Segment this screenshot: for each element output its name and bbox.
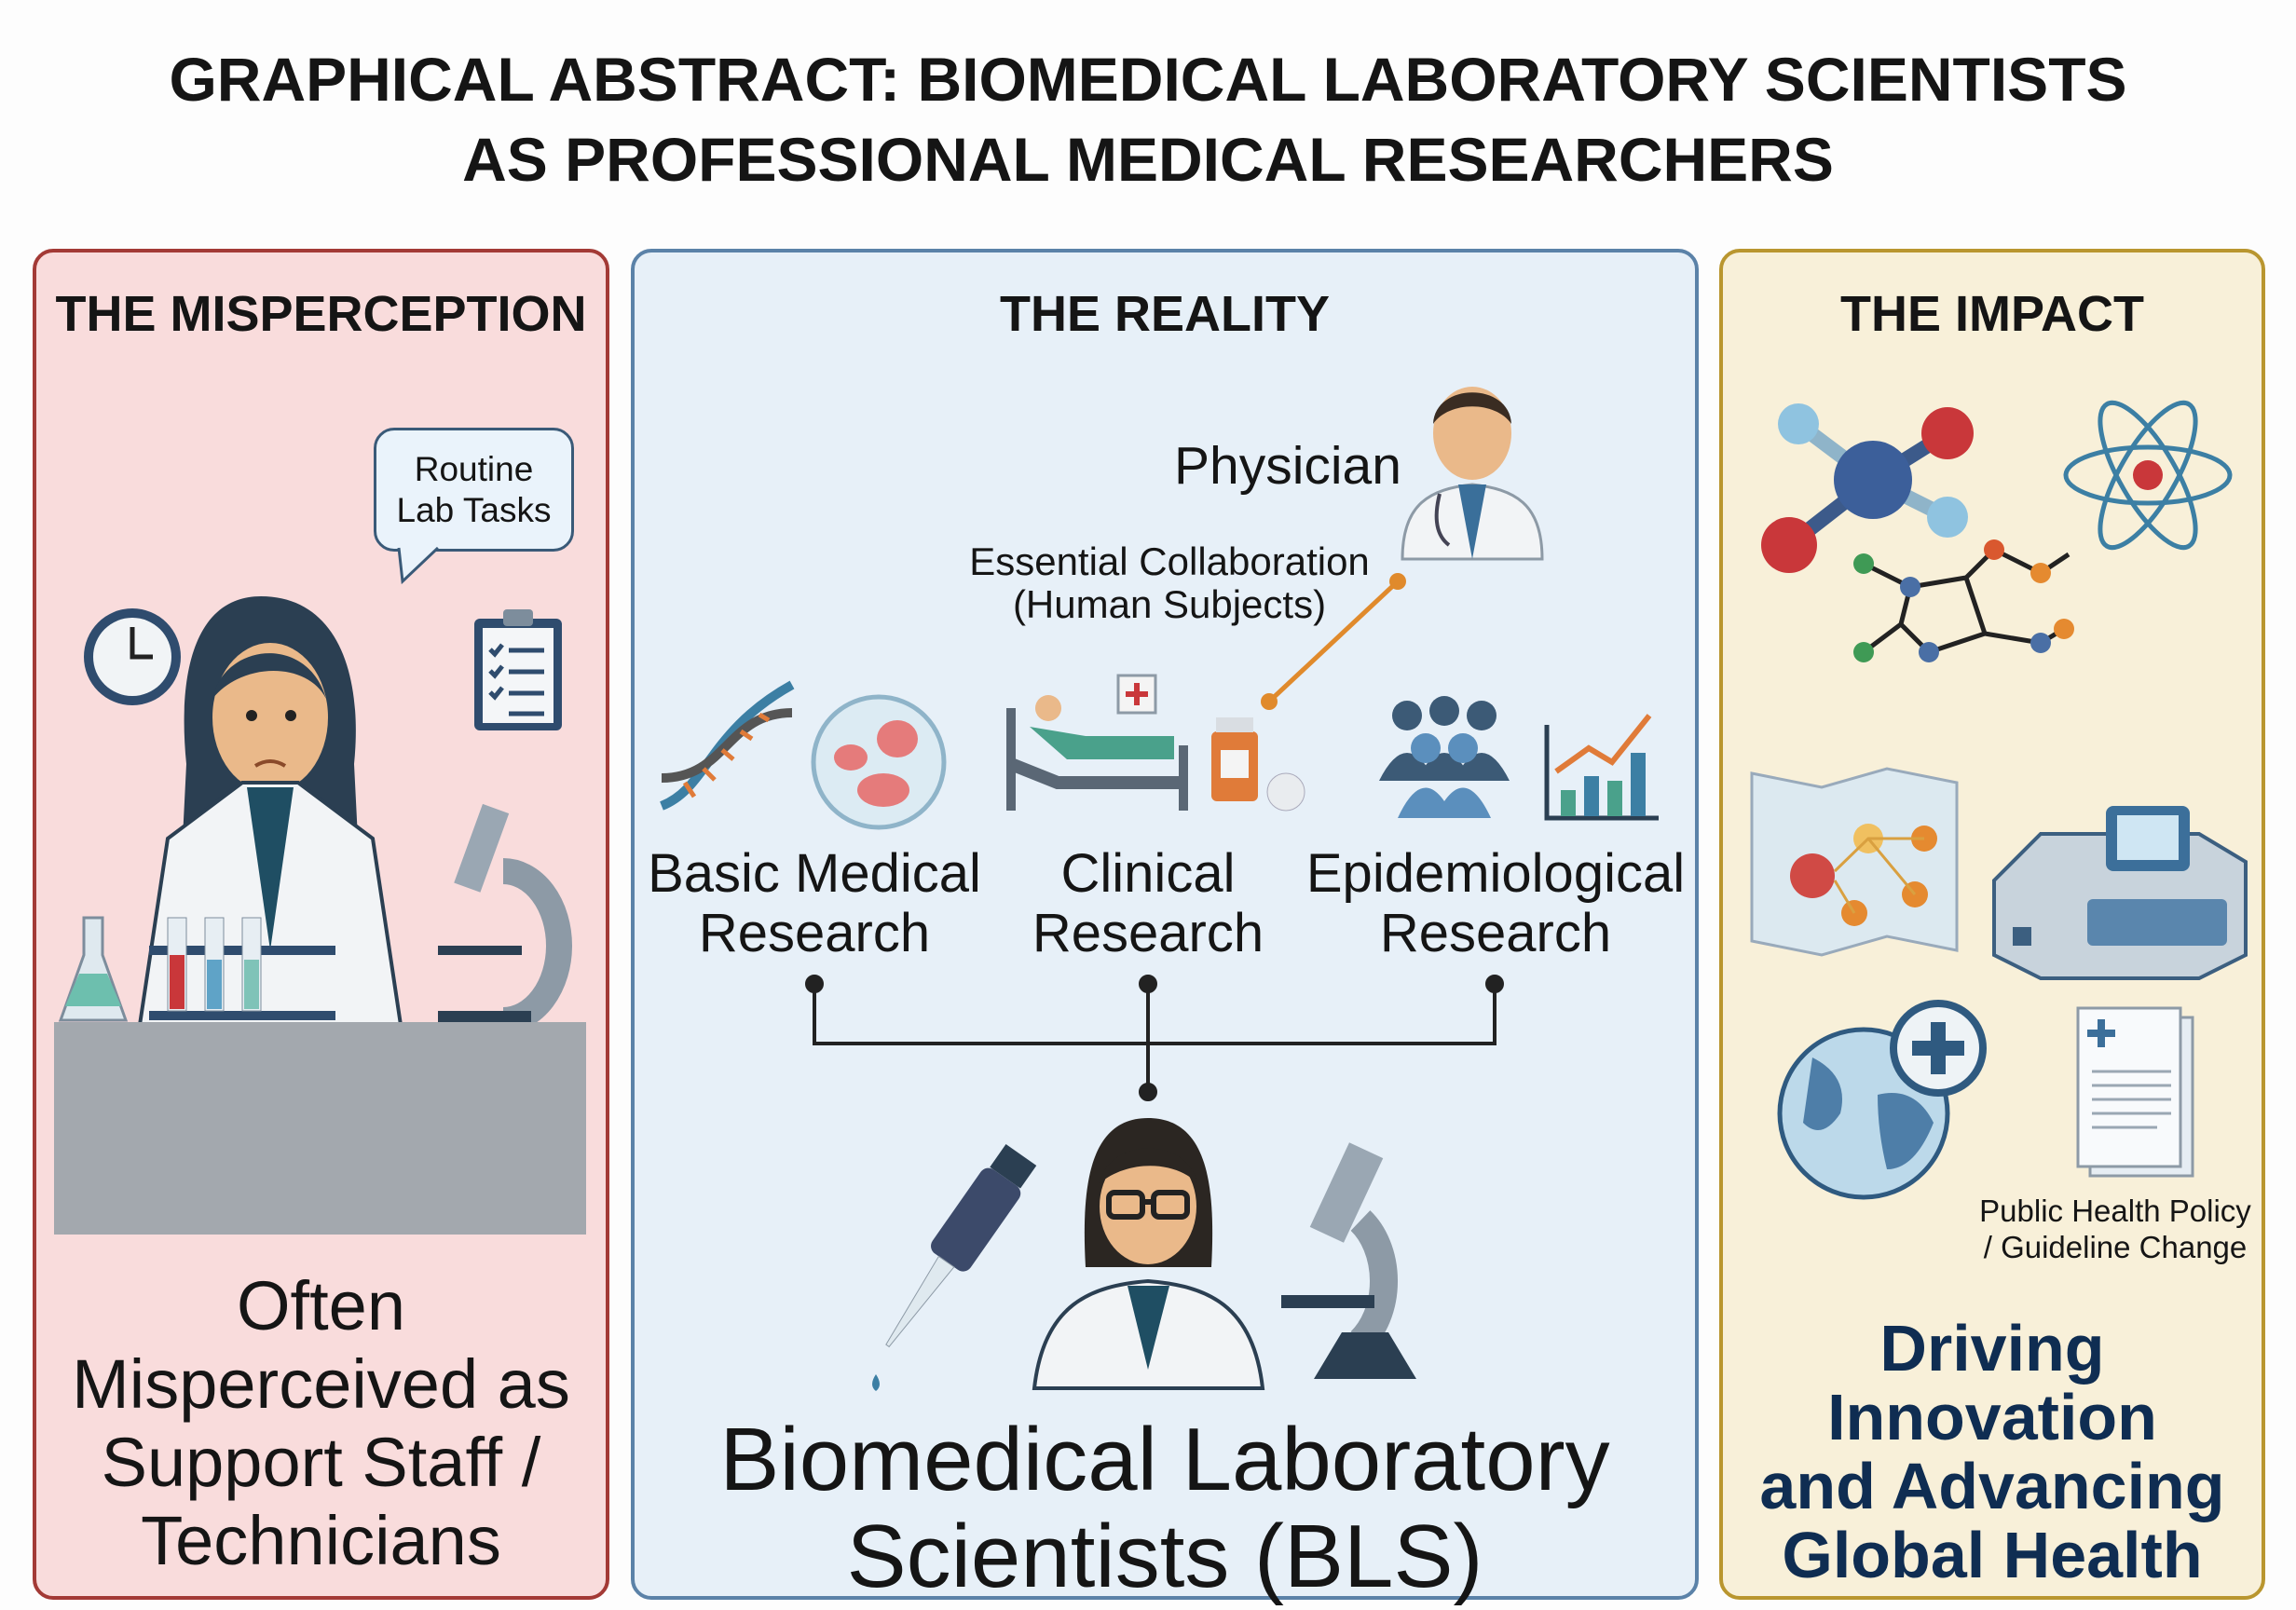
speech-bubble: Routine Lab Tasks [374,428,574,552]
hospital-bed-icon [1006,674,1305,812]
tagline-line: Global Health [1782,1519,2203,1591]
caption-line: Support Staff / [101,1424,541,1501]
research-label: Research [1032,903,1264,963]
impact-heading: THE IMPACT [1840,286,2144,342]
global-health-icon [1777,1000,1987,1200]
tagline-line: Driving [1879,1312,2105,1385]
research-area-basic: Basic Medical Research [628,844,1001,963]
research-label: Basic Medical [648,843,981,904]
population-chart-icon [1379,696,1659,821]
bubble-tail-icon [397,546,440,585]
collaboration-line-1: Essential Collaboration [969,539,1370,583]
frustrated-technician-illustration [137,596,403,1027]
molecule-icon [1761,403,1974,573]
policy-label: Public Health Policy / Guideline Change [1957,1193,2274,1265]
bls-scientist-icon [1032,1118,1265,1390]
chemical-structure-icon [1853,539,2074,662]
research-area-epidemiological: Epidemiological Research [1295,844,1696,963]
collaboration-label: Essential Collaboration (Human Subjects) [960,540,1379,626]
research-label: Epidemiological [1305,843,1686,904]
research-label: Research [698,903,931,963]
dna-icon [659,680,795,811]
clock-icon [84,608,181,705]
impact-tagline: Driving Innovation and Advancing Global … [1719,1314,2265,1590]
misperception-heading: THE MISPERCEPTION [55,286,587,342]
clipboard-icon [474,609,562,730]
pipette-icon [872,1143,1037,1391]
microscope-icon [1281,1142,1416,1379]
lab-bench [54,1022,586,1235]
tagline-line: Innovation [1827,1381,2157,1453]
policy-line-1: Public Health Policy [1979,1194,2251,1228]
atom-icon [2063,400,2233,551]
caption-line: Technicians [141,1502,501,1579]
title-line-1: GRAPHICAL ABSTRACT: BIOMEDICAL LABORATOR… [169,45,2127,114]
lab-analyzer-icon [1992,806,2248,980]
tagline-line: and Advancing [1759,1450,2225,1522]
research-area-clinical: Clinical Research [1008,844,1288,963]
caption-line: Misperceived as [72,1345,570,1423]
reality-heading: THE REALITY [999,286,1330,342]
bubble-line-1: Routine [414,450,534,488]
physician-icon [1401,387,1544,561]
physician-label: Physician [1174,436,1401,496]
bar-chart-icon [1544,714,1659,821]
caption-line: Often [237,1267,405,1344]
research-label: Clinical [1060,843,1236,904]
outbreak-map-icon [1750,767,1959,957]
bls-line-1: Biomedical Laboratory [719,1410,1610,1509]
page-title: GRAPHICAL ABSTRACT: BIOMEDICAL LABORATOR… [0,39,2296,199]
misperception-caption: Often Misperceived as Support Staff / Te… [33,1267,609,1580]
title-line-2: AS PROFESSIONAL MEDICAL RESEARCHERS [462,125,1834,194]
bls-line-2: Scientists (BLS) [846,1507,1483,1606]
bubble-line-2: Lab Tasks [396,491,552,529]
policy-document-icon [2076,1006,2194,1178]
cell-culture-icon [811,694,947,830]
research-label: Research [1379,903,1612,963]
collaboration-line-2: (Human Subjects) [1012,582,1327,626]
policy-line-2: / Guideline Change [1983,1230,2248,1264]
bls-title: Biomedical Laboratory Scientists (BLS) [631,1412,1699,1605]
medicine-bottle-icon [1211,717,1305,812]
